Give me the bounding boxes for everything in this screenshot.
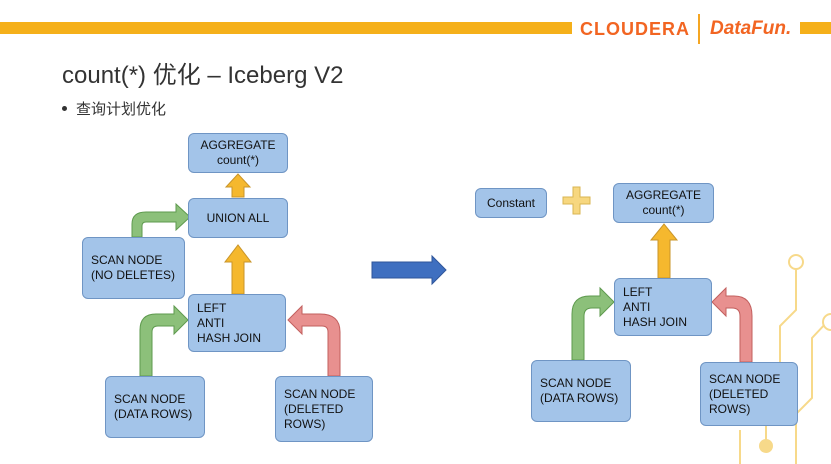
node-text: count(*) xyxy=(216,153,260,167)
arrow-deletedrows-to-join xyxy=(287,304,341,377)
node-text: ANTI xyxy=(623,299,651,314)
node-text: ROWS) xyxy=(284,416,326,431)
arrow-join-to-union xyxy=(223,244,253,295)
cloudera-logo: CLOUDERA xyxy=(572,12,698,46)
header-accent-left xyxy=(0,22,572,34)
node-text: (DATA ROWS) xyxy=(540,391,619,405)
node-scan-no-deletes: SCAN NODE (NO DELETES) xyxy=(82,237,185,299)
datafun-logo: DataFun. xyxy=(702,12,800,46)
node-text: (DELETED xyxy=(709,386,769,401)
arrow-nodeletes-to-union xyxy=(131,202,191,238)
node-anti-join-before: LEFT ANTI HASH JOIN xyxy=(188,294,286,352)
node-text: HASH JOIN xyxy=(197,330,262,345)
node-text: (DATA ROWS) xyxy=(114,407,193,421)
plus-icon xyxy=(562,186,591,215)
node-text: SCAN NODE xyxy=(91,253,163,267)
node-text: LEFT xyxy=(623,284,653,299)
node-union-all: UNION ALL xyxy=(188,198,288,238)
arrow-datarows-to-join xyxy=(139,304,189,377)
node-text: ANTI xyxy=(197,315,225,330)
node-constant: Constant xyxy=(475,188,547,218)
bullet-text: 查询计划优化 xyxy=(76,101,167,118)
node-text: count(*) xyxy=(642,203,685,217)
node-text: AGGREGATE xyxy=(200,138,276,152)
slide-title: count(*) 优化 – Iceberg V2 xyxy=(62,62,344,89)
node-text: AGGREGATE xyxy=(625,188,702,202)
node-aggregate-after: AGGREGATE count(*) xyxy=(613,183,714,223)
transform-arrow-icon xyxy=(371,254,447,286)
node-text: SCAN NODE xyxy=(114,392,186,406)
node-text: SCAN NODE xyxy=(709,371,781,386)
node-scan-data-rows-after: SCAN NODE (DATA ROWS) xyxy=(531,360,631,422)
node-text: Constant xyxy=(486,195,536,210)
arrow-after-join-to-aggregate xyxy=(649,223,679,279)
bullet-dot xyxy=(62,105,67,111)
arrow-after-datarows-to-join xyxy=(571,286,615,361)
node-aggregate-before: AGGREGATE count(*) xyxy=(188,133,288,173)
decor-circuit xyxy=(739,254,831,464)
node-text: SCAN NODE xyxy=(540,376,612,390)
node-text: (NO DELETES) xyxy=(91,268,176,282)
node-text: ROWS) xyxy=(709,401,751,416)
node-anti-join-after: LEFT ANTI HASH JOIN xyxy=(614,278,712,336)
node-text: UNION ALL xyxy=(206,210,270,225)
node-text: HASH JOIN xyxy=(623,314,688,329)
bullet-item: 查询计划优化 xyxy=(62,98,166,119)
logo-separator xyxy=(698,14,700,44)
node-text: (DELETED xyxy=(284,401,344,416)
node-scan-deleted-rows-before: SCAN NODE (DELETED ROWS) xyxy=(275,376,373,442)
arrow-after-deletedrows-to-join xyxy=(711,286,753,363)
header-bar xyxy=(0,22,831,34)
node-scan-deleted-rows-after: SCAN NODE (DELETED ROWS) xyxy=(700,362,798,426)
header-accent-right xyxy=(800,22,831,34)
node-scan-data-rows-before: SCAN NODE (DATA ROWS) xyxy=(105,376,205,438)
node-text: SCAN NODE xyxy=(284,386,356,401)
arrow-union-to-aggregate xyxy=(224,173,252,198)
node-text: LEFT xyxy=(197,300,227,315)
